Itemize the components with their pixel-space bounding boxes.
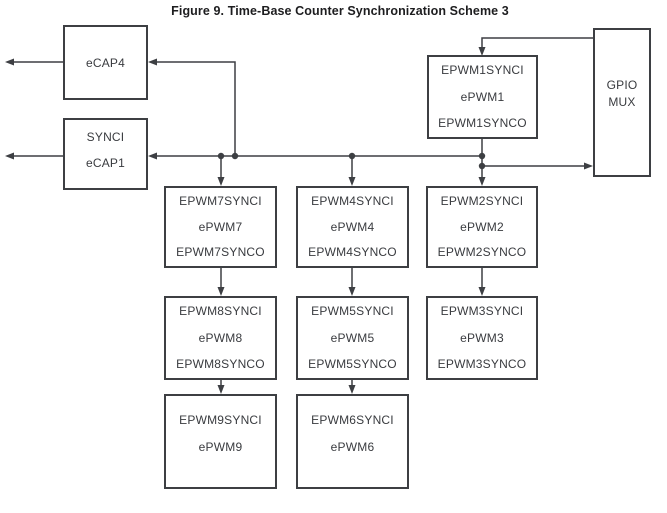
block-epwm2: EPWM2SYNCI ePWM2 EPWM2SYNCO [426, 186, 538, 268]
arrowhead-left-icon [5, 58, 14, 66]
block-synci-label: EPWM4SYNCI [311, 194, 394, 208]
block-label: ePWM2 [460, 219, 504, 234]
block-synci-label: EPWM5SYNCI [311, 304, 394, 318]
block-label: eCAP1 [85, 156, 126, 170]
block-label: ePWM7 [198, 219, 243, 234]
block-synci-label: EPWM7SYNCI [179, 194, 262, 208]
block-label: ePWM6 [330, 440, 375, 454]
block-synco-label: EPWM7SYNCO [176, 245, 265, 259]
block-synci-label: EPWM9SYNCI [179, 413, 262, 427]
block-synci-label: EPWM3SYNCI [440, 304, 524, 318]
wire-bus-to-epwm7 [217, 152, 225, 186]
block-synco-label: EPWM2SYNCO [437, 245, 527, 259]
block-label: GPIO [606, 77, 638, 92]
wire-epwm1-to-epwm2 [478, 138, 486, 186]
junction-dot [348, 152, 356, 160]
wire-epwm5-to-epwm6 [348, 380, 356, 394]
block-synco-label: EPWM8SYNCO [176, 357, 265, 371]
block-epwm1: EPWM1SYNCI ePWM1 EPWM1SYNCO [427, 55, 538, 139]
figure-title: Figure 9. Time-Base Counter Synchronizat… [171, 4, 509, 18]
block-epwm5: EPWM5SYNCI ePWM5 EPWM5SYNCO [296, 296, 409, 380]
block-label: ePWM4 [330, 219, 375, 234]
block-synci-label: EPWM8SYNCI [179, 304, 262, 318]
block-synci-label: EPWM6SYNCI [311, 413, 394, 427]
block-label: ePWM1 [460, 89, 505, 104]
arrowhead-down-icon [348, 177, 356, 186]
wire-epwm7-to-epwm8 [217, 268, 225, 296]
block-epwm8: EPWM8SYNCI ePWM8 EPWM8SYNCO [164, 296, 277, 380]
arrowhead-left-icon [148, 58, 157, 66]
arrowhead-down-icon [478, 287, 486, 296]
wire-ecap4-external-out [5, 58, 63, 66]
block-synco-label: EPWM4SYNCO [308, 245, 397, 259]
block-label: eCAP4 [85, 55, 126, 70]
wire-sync-bus [148, 152, 482, 160]
block-synco-label: EPWM5SYNCO [308, 357, 397, 371]
block-label: ePWM5 [330, 330, 375, 345]
block-label: ePWM9 [198, 440, 243, 454]
block-epwm9: EPWM9SYNCI ePWM9 [164, 394, 277, 489]
block-ecap1: SYNCI eCAP1 [63, 118, 148, 190]
wire-bus-to-gpio-mux [482, 162, 593, 170]
block-epwm7: EPWM7SYNCI ePWM7 EPWM7SYNCO [164, 186, 277, 268]
block-epwm4: EPWM4SYNCI ePWM4 EPWM4SYNCO [296, 186, 409, 268]
arrowhead-down-icon [348, 287, 356, 296]
arrowhead-down-icon [217, 287, 225, 296]
block-ecap4: eCAP4 [63, 25, 148, 100]
arrowhead-down-icon [478, 47, 486, 56]
block-label: ePWM3 [460, 330, 504, 345]
arrowhead-down-icon [348, 385, 356, 394]
wire-bus-to-epwm4 [348, 152, 356, 186]
arrowhead-left-icon [148, 152, 157, 160]
wire-bus-to-ecap4 [148, 58, 239, 160]
wire-epwm4-to-epwm5 [348, 268, 356, 296]
block-label: MUX [608, 94, 636, 109]
wire-epwm2-to-epwm3 [478, 268, 486, 296]
wire-gpio-mux-to-epwm1 [478, 37, 593, 56]
block-epwm3: EPWM3SYNCI ePWM3 EPWM3SYNCO [426, 296, 538, 380]
arrowhead-down-icon [217, 385, 225, 394]
block-synci-label: EPWM2SYNCI [440, 194, 524, 208]
wire-ecap1-external-out [5, 152, 63, 160]
wire-epwm8-to-epwm9 [217, 380, 225, 394]
block-gpio-mux: GPIO MUX [593, 28, 651, 177]
junction-dot [231, 152, 239, 160]
arrowhead-down-icon [478, 177, 486, 186]
block-label: ePWM8 [198, 330, 243, 345]
arrowhead-right-icon [584, 162, 593, 170]
block-synco-label: EPWM1SYNCO [438, 116, 527, 130]
block-synci-label: EPWM1SYNCI [441, 63, 524, 77]
block-epwm6: EPWM6SYNCI ePWM6 [296, 394, 409, 489]
arrowhead-down-icon [217, 177, 225, 186]
block-synci-label: SYNCI [86, 130, 125, 144]
junction-dot [478, 152, 486, 160]
block-synco-label: EPWM3SYNCO [437, 357, 527, 371]
arrowhead-left-icon [5, 152, 14, 160]
junction-dot [217, 152, 225, 160]
